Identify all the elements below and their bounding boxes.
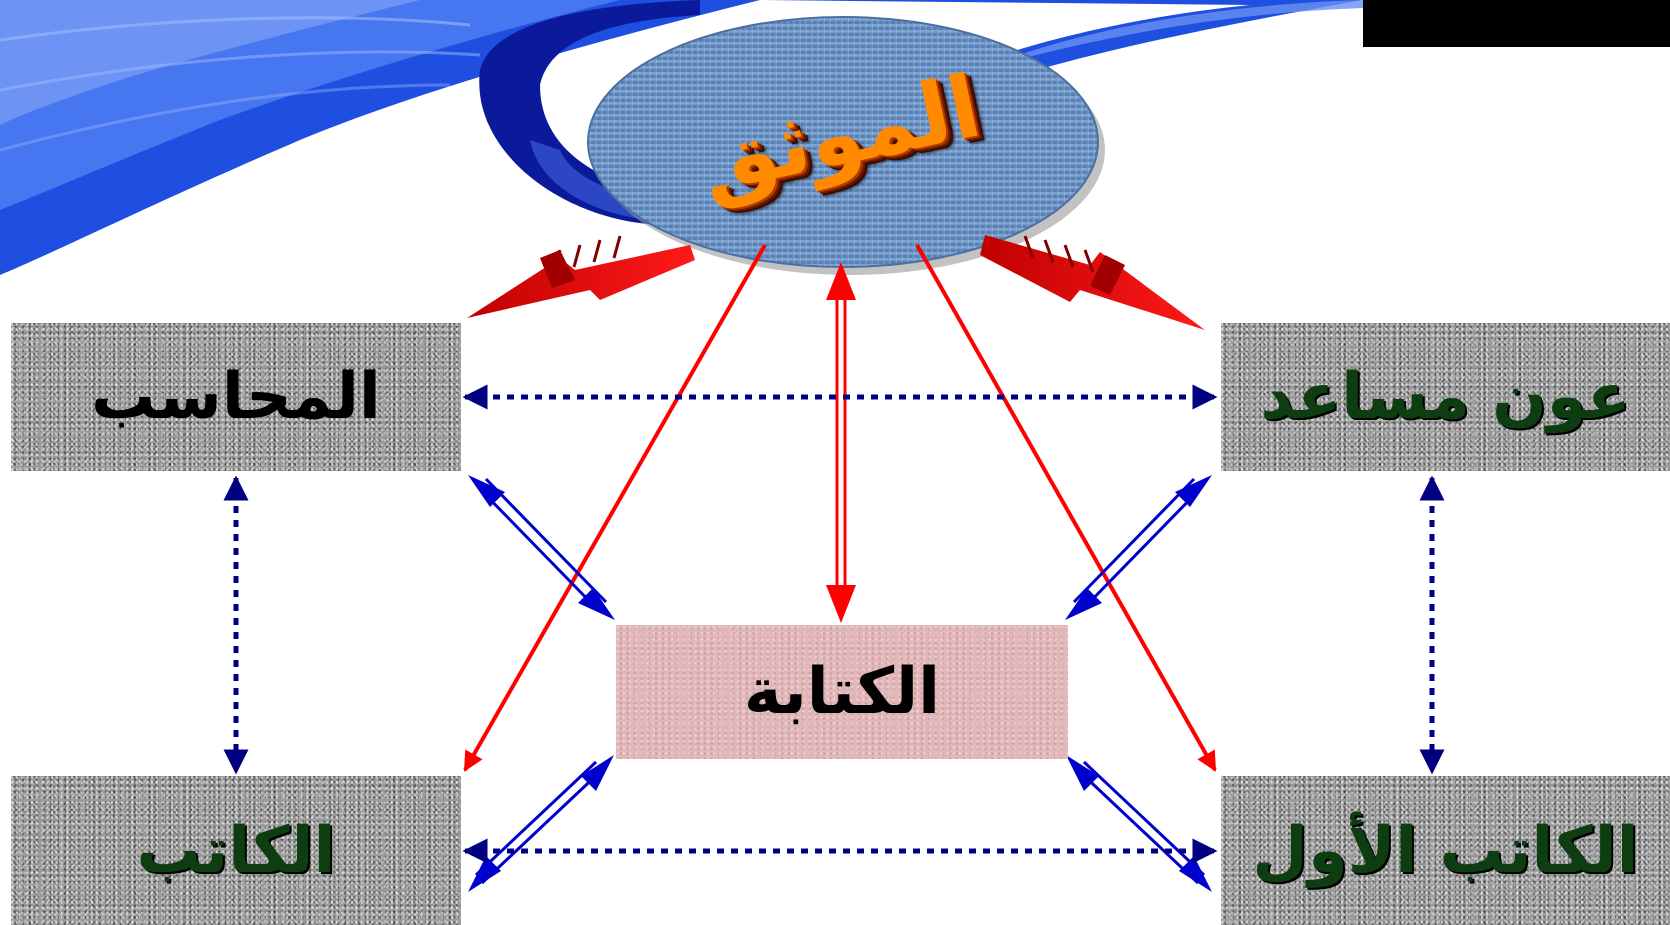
corner-black-rect bbox=[1363, 0, 1670, 47]
arrow-assistant-secretariat bbox=[1065, 475, 1212, 620]
arrow-notary-to-first-clerk bbox=[915, 244, 1217, 772]
arrow-notary-to-clerk bbox=[463, 244, 767, 772]
assistant-box: عون مساعد bbox=[1221, 323, 1670, 471]
clerk-box: الكاتب bbox=[11, 776, 461, 925]
clerk-label: الكاتب bbox=[136, 813, 336, 888]
arrow-notary-secretariat bbox=[826, 262, 856, 623]
accountant-box: المحاسب bbox=[11, 323, 461, 471]
notary-oval bbox=[587, 16, 1099, 268]
secretariat-label: الكتابة bbox=[743, 655, 941, 729]
arrow-accountant-secretariat bbox=[468, 475, 615, 620]
first-clerk-box: الكاتب الأول bbox=[1221, 776, 1670, 925]
secretariat-box: الكتابة bbox=[616, 625, 1068, 759]
spiky-arrow-right bbox=[980, 235, 1205, 330]
first-clerk-label: الكاتب الأول bbox=[1252, 813, 1639, 888]
accountant-label: المحاسب bbox=[91, 360, 381, 434]
spiky-arrow-left bbox=[467, 235, 695, 318]
arrow-first-clerk-secretariat bbox=[1066, 755, 1212, 892]
arrow-clerk-secretariat bbox=[468, 755, 614, 892]
assistant-label: عون مساعد bbox=[1260, 360, 1631, 434]
